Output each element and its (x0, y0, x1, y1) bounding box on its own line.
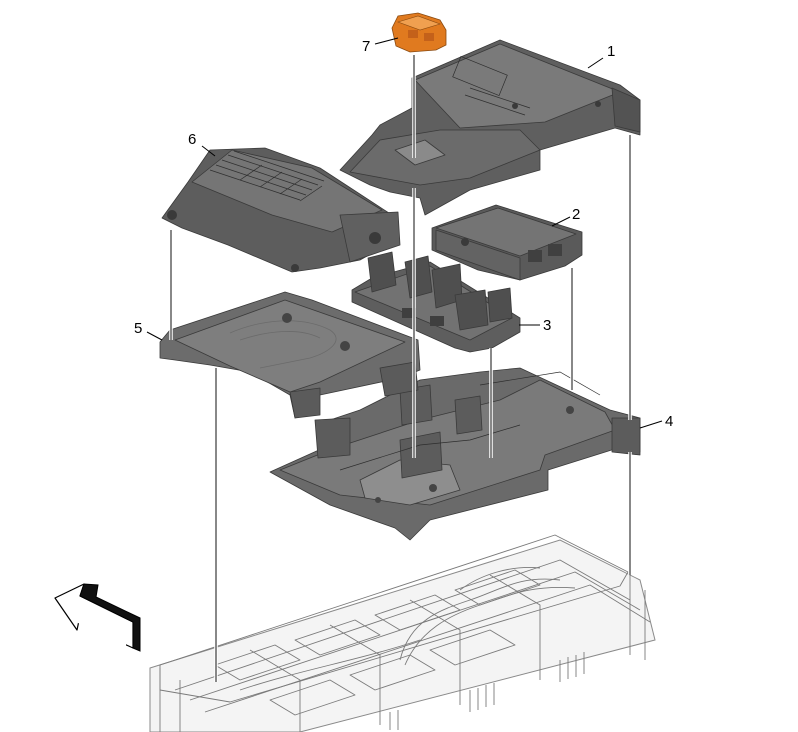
svg-text:4: 4 (665, 413, 673, 430)
svg-text:1: 1 (607, 43, 615, 60)
part-7-connector (391, 12, 447, 53)
part-6-inverter (161, 147, 401, 273)
svg-text:7: 7 (362, 38, 370, 55)
part-4-base-plate (269, 367, 641, 541)
callout-5: 5 (134, 320, 163, 341)
front-direction-arrow-icon (54, 583, 141, 652)
svg-text:6: 6 (188, 131, 196, 148)
svg-text:5: 5 (134, 320, 142, 337)
connection-lines (169, 55, 632, 682)
svg-text:2: 2 (572, 206, 580, 223)
battery-tray (149, 534, 656, 732)
callout-4: 4 (639, 413, 673, 430)
svg-text:3: 3 (543, 317, 551, 334)
part-5-plate (159, 291, 421, 419)
part-3-module (351, 251, 521, 353)
part-2-module (431, 204, 583, 281)
callout-1: 1 (587, 43, 615, 69)
callout-7: 7 (362, 37, 399, 55)
callout-6: 6 (188, 131, 216, 157)
part-1-cover (339, 39, 641, 216)
callout-2: 2 (551, 206, 580, 227)
callout-3: 3 (519, 317, 551, 334)
